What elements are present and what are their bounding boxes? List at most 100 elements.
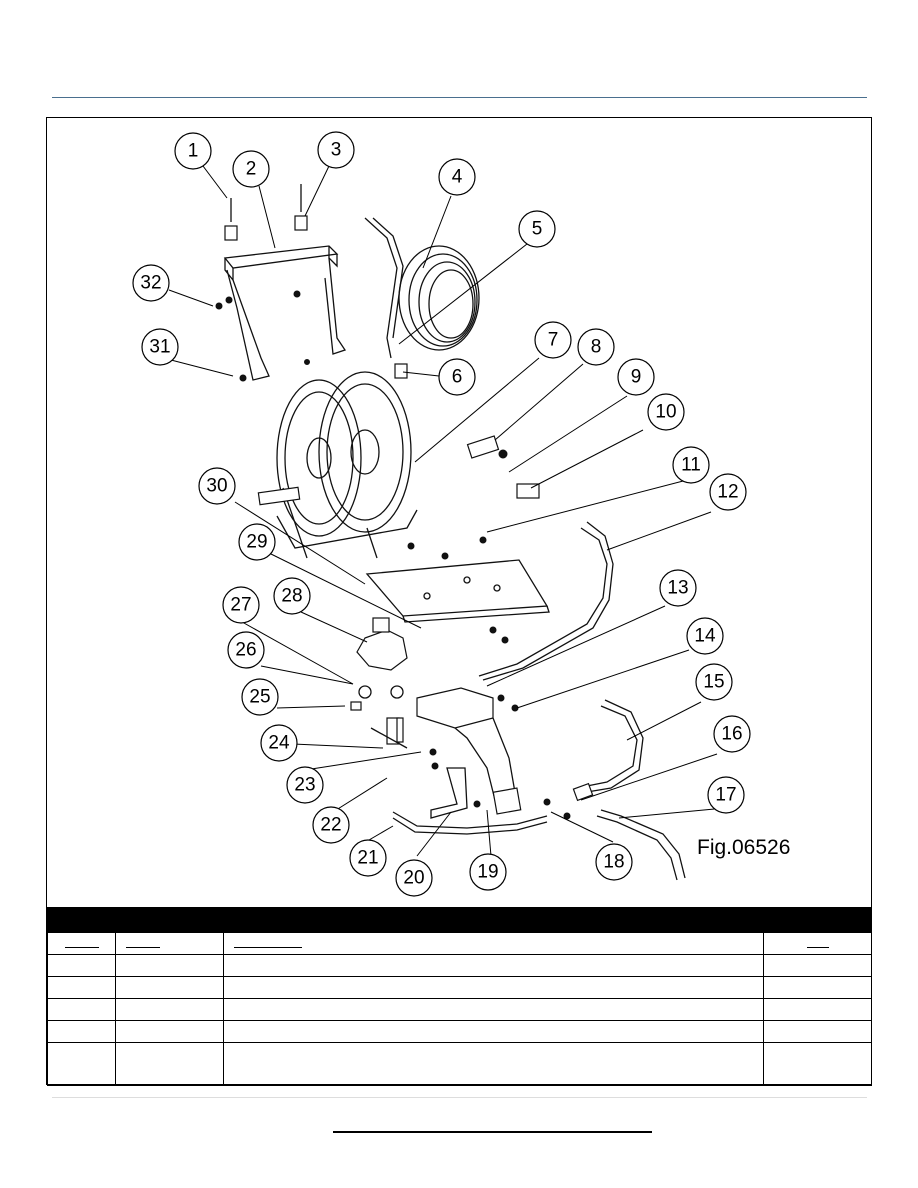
callout-20: 20 [395,859,433,897]
hardware-marks [215,290,594,820]
svg-text:23: 23 [294,775,315,796]
svg-text:12: 12 [717,482,738,503]
table-cell [115,1020,224,1043]
table-cell [115,1042,224,1086]
svg-text:9: 9 [631,367,642,388]
table-row [47,1042,872,1086]
parts-table [47,932,872,1086]
column-header-qty [763,932,872,955]
callout-22: 22 [312,806,350,844]
callout-7: 7 [534,321,572,359]
svg-text:22: 22 [320,815,341,836]
svg-text:7: 7 [548,330,559,351]
table-cell [223,998,764,1021]
table-cell [47,954,116,977]
callout-23: 23 [286,766,324,804]
svg-text:31: 31 [149,337,170,358]
callout-29: 29 [238,523,276,561]
table-cell [763,976,872,999]
callout-18: 18 [595,843,633,881]
svg-text:26: 26 [235,640,256,661]
table-cell [115,998,224,1021]
callout-4: 4 [438,158,476,196]
svg-text:20: 20 [403,868,424,889]
table-row [47,998,872,1021]
svg-text:19: 19 [477,862,498,883]
callout-25: 25 [241,678,279,716]
table-cell [763,1020,872,1043]
reel-drum-drawing [257,371,418,559]
valve-assembly-drawing [356,617,408,749]
hose-coil-drawing [364,217,480,379]
table-cell [223,976,764,999]
svg-text:15: 15 [703,672,724,693]
table-row [47,954,872,977]
svg-text:10: 10 [655,402,676,423]
hose-lines-drawing [392,521,686,881]
table-cell [47,1042,116,1086]
callout-32: 32 [132,264,170,302]
callout-12: 12 [709,473,747,511]
reel-frame-drawing [223,184,347,381]
svg-text:16: 16 [721,724,742,745]
figure-label: Fig.06526 [697,836,791,859]
table-row [47,1020,872,1043]
header-rule [52,97,867,98]
table-cell [115,976,224,999]
table-cell [115,954,224,977]
base-plate-drawing [365,559,550,623]
column-header-part-number [115,932,224,955]
callout-3: 3 [317,131,355,169]
table-cell [223,954,764,977]
svg-text:25: 25 [249,687,270,708]
callout-13: 13 [659,569,697,607]
table-cell [47,1020,116,1043]
callout-11: 11 [672,446,710,484]
callout-6: 6 [438,358,476,396]
callout-27: 27 [222,586,260,624]
callout-1: 1 [174,132,212,170]
table-cell [763,1042,872,1086]
callout-24: 24 [260,724,298,762]
svg-text:30: 30 [206,476,227,497]
callout-2: 2 [232,150,270,188]
svg-text:2: 2 [246,159,257,180]
svg-text:6: 6 [452,367,463,388]
svg-text:14: 14 [694,626,716,647]
callout-30: 30 [198,467,236,505]
footer-link-underline[interactable] [333,1131,652,1133]
svg-text:4: 4 [452,167,463,188]
callout-10: 10 [647,393,685,431]
parts-diagram-frame: 1 2 3 4 5 6 7 8 9 10 11 12 13 14 15 16 1… [46,117,872,1086]
svg-text:18: 18 [603,852,624,873]
callout-15: 15 [695,663,733,701]
table-cell [763,954,872,977]
svg-text:3: 3 [331,140,342,161]
callout-9: 9 [617,358,655,396]
table-row [47,976,872,999]
table-column-header-row [47,932,872,955]
svg-text:32: 32 [140,273,161,294]
column-header-description [223,932,764,955]
svg-text:1: 1 [188,141,199,162]
table-cell [47,998,116,1021]
column-header-item [47,932,116,955]
parts-table-header-bar [47,907,871,932]
table-cell [763,998,872,1021]
callout-28: 28 [273,577,311,615]
mount-bracket-drawing [416,687,522,819]
svg-text:5: 5 [532,219,543,240]
svg-text:27: 27 [230,595,251,616]
svg-text:17: 17 [715,785,736,806]
callout-21: 21 [349,839,387,877]
table-cell [223,1042,764,1086]
svg-text:13: 13 [667,578,688,599]
exploded-diagram: 1 2 3 4 5 6 7 8 9 10 11 12 13 14 15 16 1… [132,131,751,897]
footer-rule [52,1097,867,1098]
svg-text:29: 29 [246,532,267,553]
callout-5: 5 [518,210,556,248]
svg-text:8: 8 [591,337,602,358]
svg-text:21: 21 [357,848,378,869]
svg-text:11: 11 [681,455,701,476]
callout-26: 26 [227,631,265,669]
